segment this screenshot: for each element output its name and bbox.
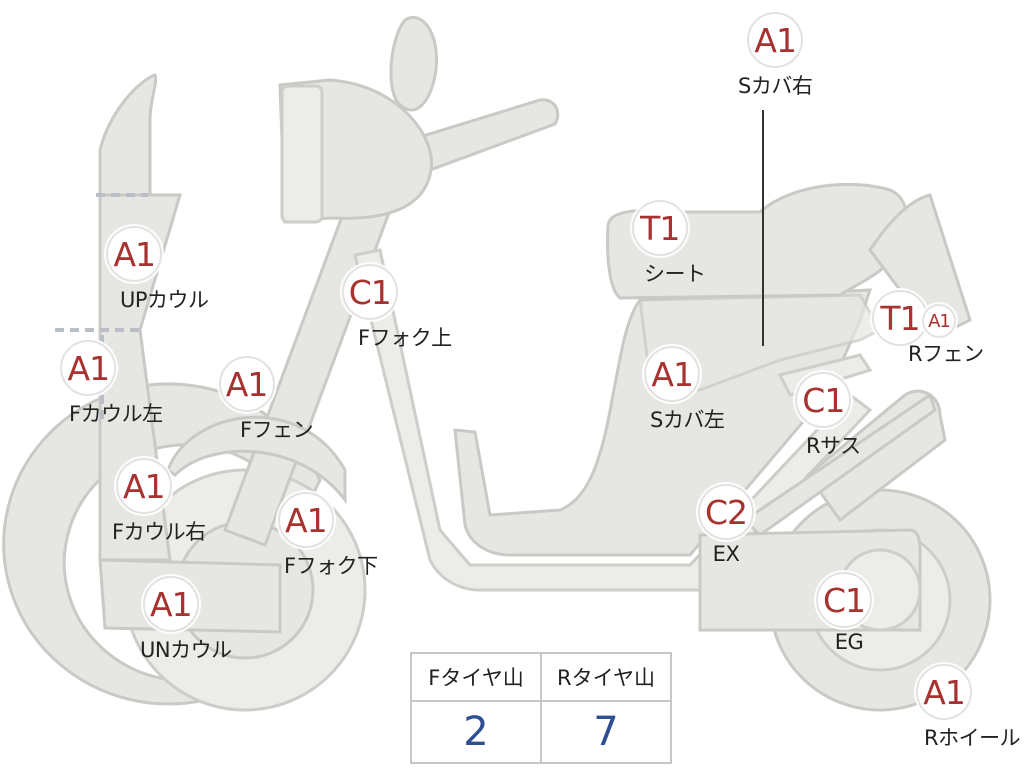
tire-tread-table: Fタイヤ山 Rタイヤ山 2 7 <box>410 652 672 764</box>
grade-badge: T1 <box>631 200 688 256</box>
r-fender-secondary: A1 Rフェン <box>908 304 984 368</box>
part-label: Fフォク下 <box>284 554 378 578</box>
part-marker-s-cover-right[interactable]: A1 Sカバ右 <box>738 12 813 100</box>
grade-badge: A1 <box>277 492 334 548</box>
part-marker-engine[interactable]: C1 EG <box>816 572 872 654</box>
front-tread-header: Fタイヤ山 <box>410 652 542 702</box>
tread-header-row: Fタイヤ山 Rタイヤ山 <box>410 652 672 702</box>
handlebar <box>407 98 560 172</box>
part-label: Rホイール <box>924 726 1021 750</box>
part-marker-f-cowl-right[interactable]: A1 Fカウル右 <box>82 458 206 546</box>
grade-badge-secondary: A1 <box>922 304 956 338</box>
main-frame <box>353 248 873 592</box>
grade-badge: C2 <box>698 484 754 540</box>
grade-badge: A1 <box>916 664 973 720</box>
part-label: Sカバ右 <box>738 74 813 98</box>
part-label: Fカウル右 <box>112 520 206 544</box>
grade-badge: A1 <box>218 356 275 412</box>
headlight-lens <box>280 84 324 224</box>
part-label: Rフェン <box>908 342 984 366</box>
grade-badge: C1 <box>795 372 852 428</box>
front-fender <box>166 415 347 505</box>
part-label: EX <box>712 542 740 566</box>
exhaust-muffler <box>742 392 937 537</box>
grade-badge: C1 <box>341 264 398 320</box>
grade-badge: A1 <box>747 12 804 68</box>
part-label: シート <box>644 262 706 286</box>
part-marker-r-fender[interactable]: T1 A1 Rフェン <box>872 290 984 368</box>
part-label: UPカウル <box>120 288 209 312</box>
part-label: Rサス <box>806 434 861 458</box>
part-marker-r-wheel[interactable]: A1 Rホイール <box>868 664 1021 752</box>
front-cowl-shape <box>98 193 183 562</box>
grade-badge: C1 <box>816 572 872 628</box>
part-marker-up-cowl[interactable]: A1 UPカウル <box>60 226 209 314</box>
grade-badge: A1 <box>142 576 199 632</box>
part-label: EG <box>834 630 864 654</box>
part-label: Fカウル左 <box>69 402 163 426</box>
part-marker-f-cowl-left[interactable]: A1 Fカウル左 <box>14 340 163 428</box>
part-marker-f-fender[interactable]: A1 Fフェン <box>180 356 314 444</box>
part-label: Fフォク上 <box>358 326 452 350</box>
grade-badge: A1 <box>644 346 701 402</box>
part-label: UNカウル <box>140 638 232 662</box>
part-marker-exhaust[interactable]: C2 EX <box>698 484 754 566</box>
front-tread-value: 2 <box>410 700 542 764</box>
part-marker-r-suspension[interactable]: C1 Rサス <box>786 372 861 460</box>
part-marker-f-fork-lower[interactable]: A1 Fフォク下 <box>234 492 378 580</box>
part-label: Sカバ左 <box>650 408 725 432</box>
part-marker-un-cowl[interactable]: A1 UNカウル <box>110 576 232 664</box>
part-label: Fフェン <box>240 418 314 442</box>
grade-badge: A1 <box>106 226 163 282</box>
grade-badge: A1 <box>60 340 117 396</box>
part-marker-s-cover-left[interactable]: A1 Sカバ左 <box>620 346 725 434</box>
rear-tread-value: 7 <box>540 700 672 764</box>
up-cowl-shape <box>98 73 158 197</box>
tread-value-row: 2 7 <box>410 700 672 764</box>
rear-fender-shape <box>868 193 972 332</box>
part-marker-f-fork-upper[interactable]: C1 Fフォク上 <box>288 264 452 352</box>
rear-tread-header: Rタイヤ山 <box>540 652 672 702</box>
mirror <box>389 16 439 112</box>
leader-line <box>762 110 764 346</box>
grade-badge: T1 <box>872 290 928 346</box>
grade-badge: A1 <box>115 458 172 514</box>
part-marker-seat[interactable]: T1 シート <box>614 200 706 288</box>
